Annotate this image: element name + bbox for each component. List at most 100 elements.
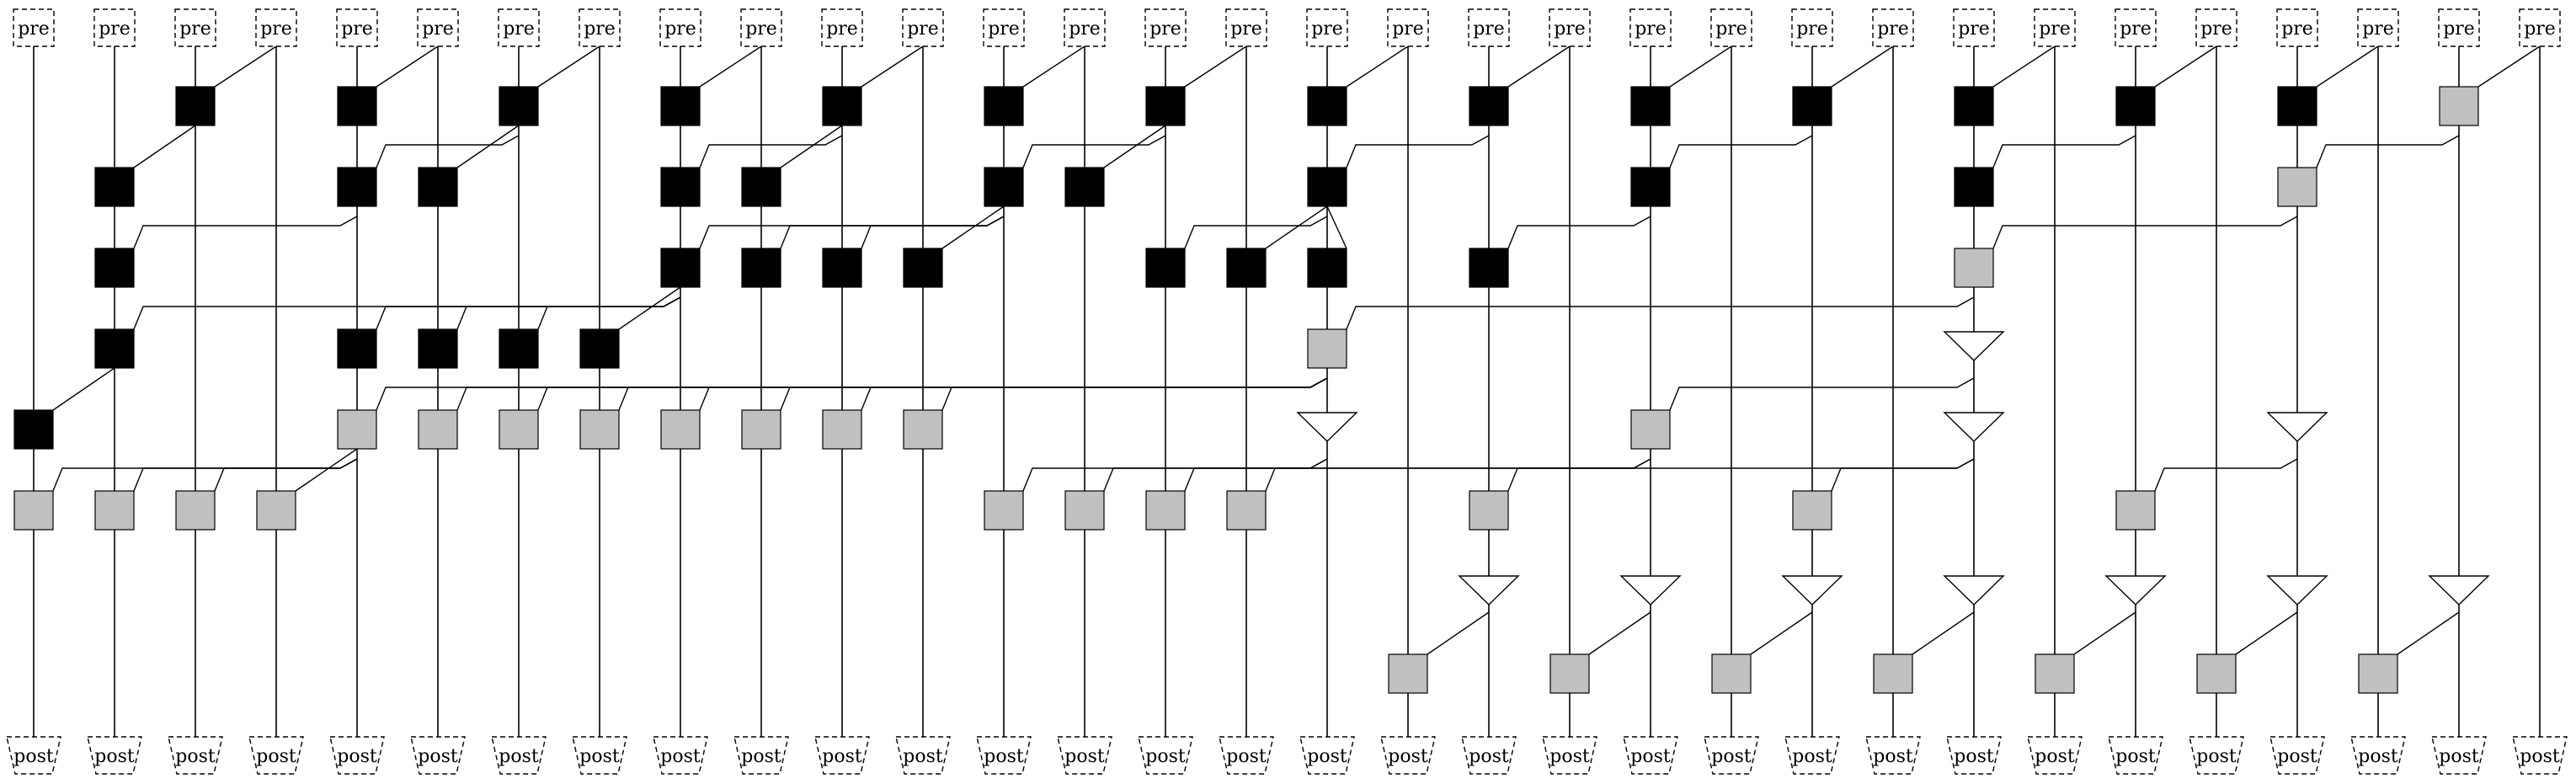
post-terminal-label: post <box>13 746 54 767</box>
pre-terminal-label: pre <box>2120 19 2152 40</box>
post-terminal-label: post <box>2115 746 2156 767</box>
triangle-node <box>1619 575 1682 605</box>
pre-terminal-label: pre <box>1958 19 1990 40</box>
post-terminal-label: post <box>822 746 862 767</box>
post-terminal-label: post <box>1954 746 1994 767</box>
connection-wire <box>2154 45 2217 88</box>
connection-wire <box>1346 45 1409 88</box>
post-terminal-box <box>1542 736 1597 775</box>
gray-node <box>1469 490 1509 531</box>
gray-node <box>984 490 1024 531</box>
post-terminal-box <box>1138 736 1193 775</box>
black-node <box>1145 86 1186 126</box>
pre-terminal-box <box>659 8 701 47</box>
black-node <box>822 248 862 288</box>
connection-wire <box>1265 458 1651 492</box>
gray-node <box>1388 653 1428 694</box>
post-terminal-label: post <box>1064 746 1105 767</box>
gray-node <box>13 490 54 531</box>
pre-terminal-label: pre <box>1473 19 1505 40</box>
connection-wire <box>618 377 1328 411</box>
pre-terminal-label: pre <box>2281 19 2313 40</box>
pre-terminal-box <box>2438 8 2480 47</box>
black-node <box>94 328 135 369</box>
pre-terminal-label: pre <box>260 19 292 40</box>
pre-terminal-box <box>1791 8 1833 47</box>
triangle-node <box>2104 575 2167 605</box>
connection-wire <box>1103 125 1166 168</box>
post-terminal-label: post <box>175 746 216 767</box>
connection-wire <box>1022 135 1166 168</box>
pre-terminal-label: pre <box>988 19 1020 40</box>
connection-wire <box>133 296 681 330</box>
black-node <box>660 86 701 126</box>
pre-terminal-label: pre <box>745 19 777 40</box>
black-node <box>499 328 539 369</box>
post-terminal-label: post <box>2358 746 2398 767</box>
triangle-node <box>1296 412 1358 442</box>
black-node <box>2277 86 2317 126</box>
black-node <box>1307 248 1347 288</box>
connection-wire <box>376 135 520 168</box>
post-terminal-label: post <box>579 746 620 767</box>
black-node <box>822 86 862 126</box>
connection-wire <box>699 216 1005 249</box>
pre-terminal-label: pre <box>1069 19 1101 40</box>
triangle-node <box>1943 412 2005 442</box>
pre-terminal-box <box>740 8 782 47</box>
black-node <box>94 248 135 288</box>
pre-terminal-box <box>2357 8 2399 47</box>
connection-wire <box>699 135 843 168</box>
pre-terminal-box <box>902 8 944 47</box>
gray-node <box>2439 86 2479 126</box>
black-node <box>741 248 781 288</box>
pre-terminal-label: pre <box>1311 19 1343 40</box>
connection-wire <box>214 45 277 88</box>
connection-wire <box>52 367 115 411</box>
post-terminal-box <box>2350 736 2406 775</box>
pre-terminal-box <box>498 8 540 47</box>
black-node <box>1145 248 1186 288</box>
connection-wire <box>1588 611 1651 655</box>
black-node <box>418 328 458 369</box>
pre-terminal-box <box>13 8 55 47</box>
pre-terminal-box <box>417 8 459 47</box>
pre-terminal-box <box>2115 8 2157 47</box>
connection-wire <box>861 377 1328 411</box>
connection-wire <box>2073 611 2136 655</box>
pre-terminal-label: pre <box>826 19 858 40</box>
triangle-node <box>2428 575 2490 605</box>
connection-wire <box>1184 216 1328 249</box>
pre-terminal-box <box>1144 8 1187 47</box>
post-terminal-label: post <box>1388 746 1428 767</box>
black-node <box>1307 86 1347 126</box>
post-terminal-label: post <box>1226 746 1267 767</box>
triangle-node <box>1943 331 2005 361</box>
connection-wire <box>133 125 196 168</box>
post-terminal-box <box>410 736 466 775</box>
gray-node <box>1711 653 1752 694</box>
black-node <box>1630 167 1671 207</box>
post-terminal-box <box>895 736 951 775</box>
black-node <box>499 86 539 126</box>
pre-terminal-label: pre <box>907 19 939 40</box>
pre-terminal-label: pre <box>1392 19 1424 40</box>
post-terminal-label: post <box>2035 746 2075 767</box>
post-terminal-box <box>1704 736 1759 775</box>
post-terminal-box <box>248 736 304 775</box>
post-terminal-box <box>2269 736 2325 775</box>
triangle-node <box>1943 575 2005 605</box>
pre-terminal-label: pre <box>1230 19 1262 40</box>
gray-node <box>579 409 620 450</box>
post-terminal-label: post <box>2196 746 2237 767</box>
connection-wire <box>2316 135 2460 168</box>
black-node <box>418 167 458 207</box>
connection-wire <box>1184 45 1247 88</box>
connection-wire <box>1103 458 1328 492</box>
connection-wire <box>537 377 1328 411</box>
gray-node <box>2196 653 2237 694</box>
post-terminal-label: post <box>2520 746 2560 767</box>
post-terminal-box <box>168 736 223 775</box>
black-node <box>2115 86 2156 126</box>
